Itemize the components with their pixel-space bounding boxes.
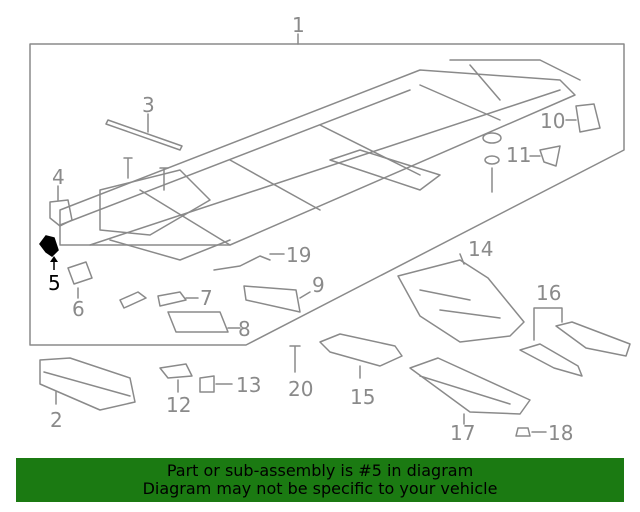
part-17-shield	[409, 357, 531, 415]
bolt	[123, 157, 133, 179]
callout-19: 19	[286, 243, 311, 267]
callout-6: 6	[72, 297, 85, 321]
part-16-shield-b	[555, 321, 631, 357]
banner-line-1: Part or sub-assembly is #5 in diagram	[166, 461, 474, 480]
part-18-clip	[515, 427, 531, 437]
part-13-bracket	[199, 375, 215, 393]
callout-3: 3	[142, 93, 155, 117]
info-banner: Part or sub-assembly is #5 in diagram Di…	[16, 458, 624, 502]
part-6-mount	[67, 261, 93, 285]
part-20-bolt	[289, 345, 301, 373]
assembly-outline	[29, 43, 625, 346]
callout-16: 16	[536, 281, 561, 305]
callout-15: 15	[350, 385, 375, 409]
banner-line-2: Diagram may not be specific to your vehi…	[142, 479, 498, 498]
part-16-shield-a	[519, 343, 583, 377]
part-10-bracket	[575, 103, 601, 133]
callout-1: 1	[292, 13, 305, 37]
bolt	[159, 167, 169, 191]
callout-8: 8	[238, 317, 251, 341]
part-8-plate	[167, 311, 229, 333]
part-12-bracket	[159, 363, 193, 379]
part-11-bracket	[539, 145, 561, 167]
callout-12: 12	[166, 393, 191, 417]
callout-4: 4	[52, 165, 65, 189]
callout-10: 10	[540, 109, 565, 133]
part-7-bracket	[119, 291, 187, 309]
callout-9: 9	[312, 273, 325, 297]
callout-11: 11	[506, 143, 531, 167]
part-4-bracket	[49, 199, 73, 227]
callout-20: 20	[288, 377, 313, 401]
part-5-highlight	[39, 235, 59, 270]
callout-17: 17	[450, 421, 475, 445]
part-15-shield	[319, 333, 403, 367]
callout-14: 14	[468, 237, 493, 261]
callout-7: 7	[200, 286, 213, 310]
part-14-skid-plate	[397, 259, 525, 343]
callout-13: 13	[236, 373, 261, 397]
bushing	[484, 155, 500, 165]
callout-5: 5	[48, 271, 61, 295]
part-2-crossmember	[39, 357, 136, 411]
callout-18: 18	[548, 421, 573, 445]
part-9-rail	[243, 285, 301, 313]
bushing	[482, 132, 502, 144]
part-3-tie-bar	[105, 119, 183, 151]
frame-rails	[59, 59, 581, 261]
callout-2: 2	[50, 408, 63, 432]
part-19-line	[213, 255, 271, 271]
